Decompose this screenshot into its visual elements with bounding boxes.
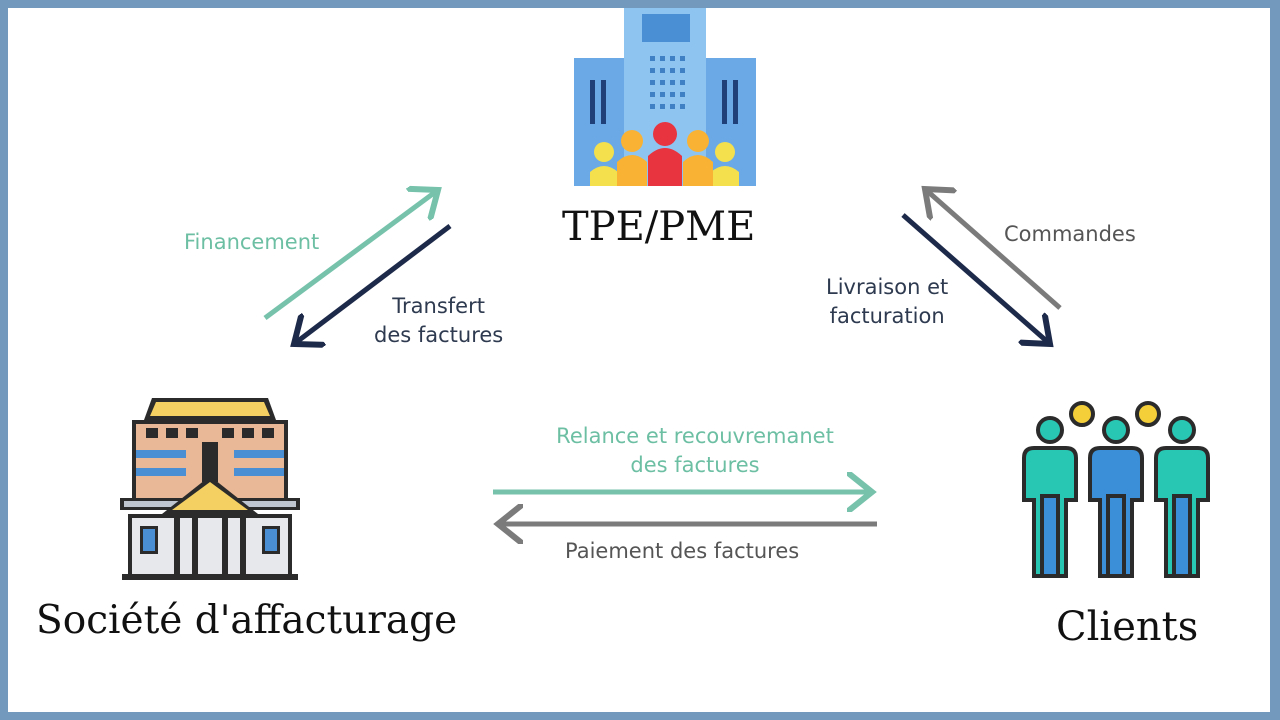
sme-label: TPE/PME xyxy=(562,204,756,250)
factoring-company-label: Société d'affacturage xyxy=(36,598,458,643)
invoice-transfer-label: Transfert des factures xyxy=(374,292,503,350)
delivery-label-line1: Livraison et xyxy=(826,275,949,299)
financing-arrow xyxy=(263,190,438,321)
delivery-label: Livraison et facturation xyxy=(826,273,948,331)
invoice-transfer-label-line2: des factures xyxy=(374,323,504,347)
collection-label: Relance et recouvremanet des factures xyxy=(540,422,850,480)
delivery-arrow xyxy=(901,213,1050,344)
orders-arrow xyxy=(925,189,1062,310)
factoring-building-icon xyxy=(120,398,300,580)
invoice-transfer-arrow xyxy=(294,224,452,344)
collection-label-line2: des factures xyxy=(630,453,760,477)
invoice-transfer-label-line1: Transfert xyxy=(392,294,485,318)
collection-label-line1: Relance et recouvremanet xyxy=(556,424,834,448)
company-building-icon xyxy=(574,8,756,186)
orders-label: Commandes xyxy=(1004,222,1136,246)
clients-label: Clients xyxy=(1056,604,1199,650)
clients-group-icon xyxy=(1022,401,1210,578)
delivery-label-line2: facturation xyxy=(829,304,945,328)
payment-label: Paiement des factures xyxy=(565,539,800,563)
financing-label: Financement xyxy=(184,230,320,254)
